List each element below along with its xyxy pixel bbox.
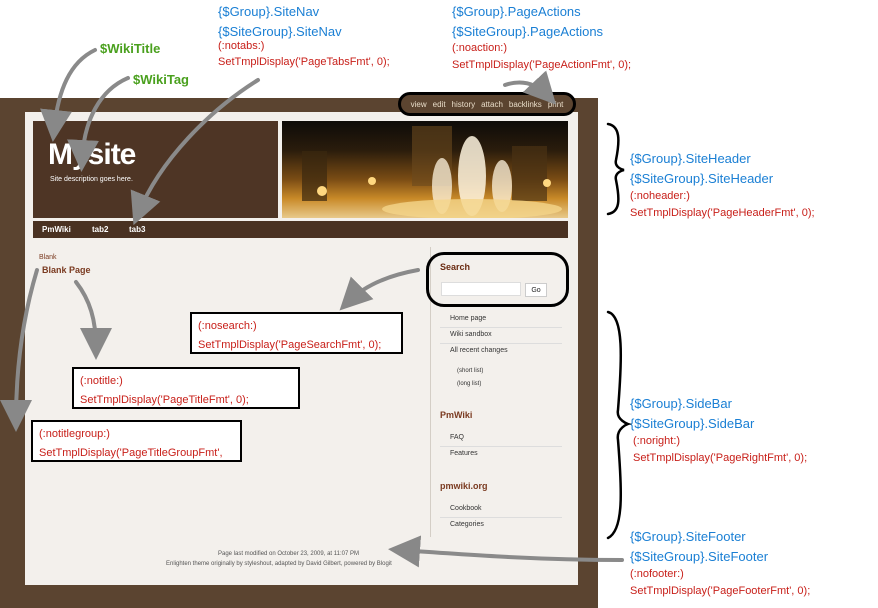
action-attach[interactable]: attach — [481, 99, 503, 109]
label-sitefooter-directive: (:nofooter:) — [630, 568, 684, 580]
search-input[interactable] — [441, 282, 521, 296]
arrow-footer — [388, 535, 624, 568]
search-highlight — [426, 252, 569, 307]
tab-tab3[interactable]: tab3 — [129, 225, 146, 234]
label-sitenav-sitegroup: {$SiteGroup}.SiteNav — [218, 24, 342, 39]
label-sitenav-directive: (:notabs:) — [218, 40, 265, 52]
footer-last-modified: Page last modified on October 23, 2009, … — [218, 551, 359, 557]
label-siteheader-call: SetTmplDisplay('PageHeaderFmt', 0); — [630, 207, 815, 219]
page-title: Blank Page — [42, 265, 91, 275]
notitle-call: SetTmplDisplay('PageTitleFmt', 0); — [80, 394, 249, 406]
label-siteheader-directive: (:noheader:) — [630, 190, 690, 202]
arrow-title — [74, 280, 112, 360]
action-edit[interactable]: edit — [432, 99, 446, 109]
fountain-illustration — [302, 126, 562, 218]
notitlegroup-directive: (:notitlegroup:) — [39, 428, 110, 440]
nosearch-call: SetTmplDisplay('PageSearchFmt', 0); — [198, 339, 382, 351]
label-pageactions-sitegroup: {$SiteGroup}.PageActions — [452, 24, 604, 39]
label-sitefooter-group: {$Group}.SiteFooter — [630, 529, 746, 544]
label-wikititle: $WikiTitle — [100, 41, 161, 56]
sidebar-separator — [440, 446, 562, 447]
sidebar-link-sandbox[interactable]: Wiki sandbox — [450, 331, 492, 338]
label-pageactions-directive: (:noaction:) — [452, 42, 508, 54]
tabs-bar — [33, 221, 568, 238]
brace-sidebar — [606, 310, 632, 540]
footer-credits: Enlighten theme originally by styleshout… — [166, 561, 392, 567]
label-siteheader-group: {$Group}.SiteHeader — [630, 151, 751, 166]
breadcrumb[interactable]: Blank — [39, 254, 57, 261]
action-view[interactable]: view — [410, 99, 427, 109]
arrow-wikitag — [67, 76, 130, 172]
label-pageactions-group: {$Group}.PageActions — [452, 4, 581, 19]
sidebar-heading-pmwiki: PmWiki — [440, 410, 473, 420]
label-sitenav-group: {$Group}.SiteNav — [218, 4, 320, 19]
label-sitefooter-sitegroup: {$SiteGroup}.SiteFooter — [630, 549, 769, 564]
header-fountain-photo — [282, 121, 568, 218]
tab-tab2[interactable]: tab2 — [92, 225, 109, 234]
sidebar-link-cookbook[interactable]: Cookbook — [450, 505, 482, 512]
nosearch-box: (:nosearch:) SetTmplDisplay('PageSearchF… — [190, 312, 403, 354]
notitle-directive: (:notitle:) — [80, 375, 123, 387]
sidebar-divider — [430, 247, 431, 537]
sidebar-separator — [440, 517, 562, 518]
site-description: Site description goes here. — [50, 176, 133, 183]
arrow-search — [339, 268, 420, 311]
notitle-box: (:notitle:) SetTmplDisplay('PageTitleFmt… — [72, 367, 300, 409]
sidebar-link-home[interactable]: Home page — [450, 315, 487, 322]
tab-pmwiki[interactable]: PmWiki — [42, 225, 71, 234]
search-go-button[interactable]: Go — [525, 283, 547, 297]
sidebar-link-features[interactable]: Features — [450, 450, 478, 457]
label-sidebar-call: SetTmplDisplay('PageRightFmt', 0); — [633, 452, 808, 464]
notitlegroup-box: (:notitlegroup:) SetTmplDisplay('PageTit… — [31, 420, 242, 462]
arrow-titlegroup — [0, 268, 39, 432]
label-sitefooter-call: SetTmplDisplay('PageFooterFmt', 0); — [630, 585, 811, 597]
nosearch-directive: (:nosearch:) — [198, 320, 257, 332]
action-history[interactable]: history — [451, 99, 476, 109]
arrow-pageactions — [503, 70, 557, 105]
sidebar-heading-pmwiki-org: pmwiki.org — [440, 481, 488, 491]
label-sitenav-call: SetTmplDisplay('PageTabsFmt', 0); — [218, 56, 390, 68]
brace-siteheader — [606, 122, 625, 216]
arrow-sitenav — [130, 78, 260, 226]
sidebar-separator — [440, 327, 562, 328]
label-wikitag: $WikiTag — [133, 72, 189, 87]
notitlegroup-call: SetTmplDisplay('PageTitleGroupFmt', — [39, 447, 223, 459]
arrow-wikititle — [40, 48, 97, 142]
sidebar-link-short-list[interactable]: (short list) — [457, 368, 484, 374]
sidebar-link-categories[interactable]: Categories — [450, 521, 484, 528]
label-pageactions-call: SetTmplDisplay('PageActionFmt', 0); — [452, 59, 632, 71]
search-heading: Search — [440, 262, 471, 272]
sidebar-link-faq[interactable]: FAQ — [450, 434, 465, 441]
sidebar-link-recent-changes[interactable]: All recent changes — [450, 347, 508, 354]
label-siteheader-sitegroup: {$SiteGroup}.SiteHeader — [630, 171, 774, 186]
label-sidebar-sitegroup: {$SiteGroup}.SideBar — [630, 416, 755, 431]
label-sidebar-directive: (:noright:) — [633, 435, 681, 447]
label-sidebar-group: {$Group}.SideBar — [630, 396, 732, 411]
sidebar-separator — [440, 343, 562, 344]
sidebar-link-long-list[interactable]: (long list) — [457, 381, 482, 387]
